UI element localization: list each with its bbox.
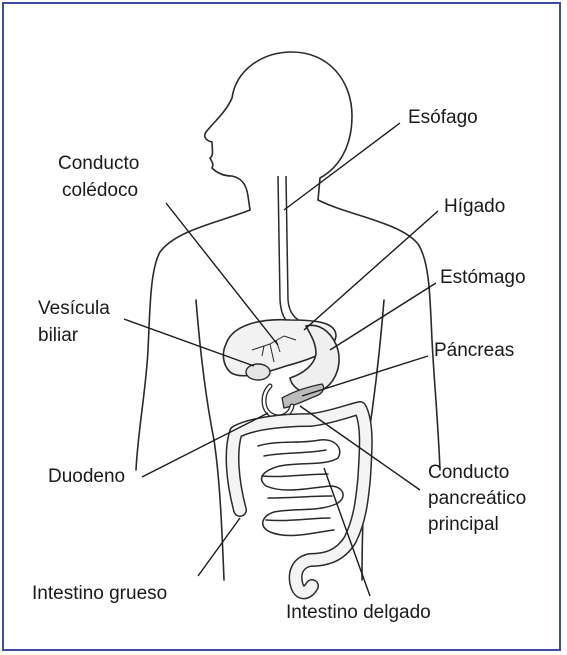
label-higado: Hígado	[444, 196, 505, 218]
label-duodeno: Duodeno	[48, 466, 125, 488]
label-intestino-grueso: Intestino grueso	[32, 583, 167, 605]
pointer-intestino-grueso	[198, 518, 240, 576]
label-conducto-pancreatico-line2: pancreático	[428, 488, 526, 510]
label-intestino-delgado: Intestino delgado	[286, 602, 431, 624]
label-vesicula-line1: Vesícula	[38, 298, 110, 320]
pointer-esofago	[284, 123, 400, 210]
face-profile	[205, 98, 250, 210]
label-conducto-pancreatico-line3: principal	[428, 514, 499, 536]
left-torso-side	[196, 300, 224, 580]
pointer-duodeno	[142, 413, 268, 477]
pointer-higado	[304, 211, 438, 330]
label-estomago: Estómago	[440, 267, 526, 289]
gallbladder	[246, 364, 270, 380]
esophagus	[278, 176, 306, 330]
label-vesicula-line2: biliar	[38, 325, 78, 347]
label-esofago: Esófago	[408, 107, 478, 129]
label-pancreas: Páncreas	[434, 340, 514, 362]
label-conducto-pancreatico-line1: Conducto	[428, 462, 509, 484]
pointer-conducto-coledoco	[166, 203, 278, 345]
head-outline	[232, 52, 352, 200]
label-conducto-coledoco-line2: colédoco	[62, 180, 138, 202]
body-outline	[136, 52, 440, 580]
label-conducto-coledoco-line1: Conducto	[58, 153, 139, 175]
